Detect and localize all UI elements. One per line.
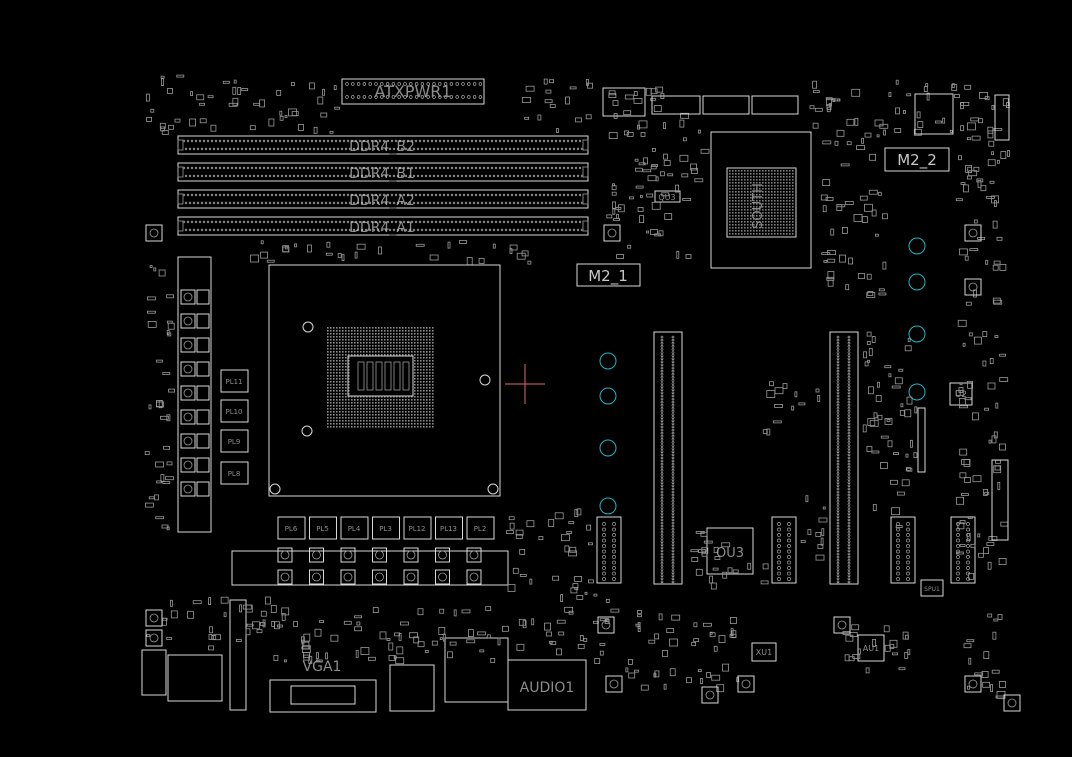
dimm-a2-label: DDR4_A2	[349, 193, 415, 209]
dimm-b1-label: DDR4_B1	[349, 166, 415, 182]
dimm-a1-label: DDR4_A1	[349, 220, 415, 236]
chip-spu1[interactable]: SPU1	[920, 579, 944, 597]
m2-slot-2[interactable]: M2_2	[884, 147, 950, 172]
atx-power-connector[interactable]: ATXPWR1	[341, 78, 485, 105]
m2-1-label: M2_1	[588, 267, 628, 286]
usb-stack-1[interactable]	[444, 637, 509, 703]
header-block-1[interactable]	[596, 516, 622, 584]
atx-power-label: ATXPWR1	[374, 82, 451, 101]
ssata-connector[interactable]	[229, 599, 247, 711]
cursor-crosshair	[505, 364, 545, 404]
bottom-vrm-row[interactable]: PL6 PL5 PL4 PL3 PL12 PL13 PL2	[231, 516, 509, 586]
inductor-label: PL9	[228, 438, 241, 446]
header-block-2[interactable]	[771, 516, 797, 584]
vrm-label: PL6	[285, 525, 298, 533]
vrm-label: PL4	[348, 525, 361, 533]
dimm-slot-a2[interactable]: DDR4_A2	[177, 189, 589, 209]
chip-qu3[interactable]: QU3	[654, 190, 681, 203]
cpu-socket[interactable]	[268, 264, 501, 497]
vga-label: VGA1	[303, 659, 342, 675]
m2-slot-1[interactable]: M2_1	[576, 263, 641, 287]
dimm-slot-a1[interactable]: DDR4_A1	[177, 216, 589, 236]
smd-components	[144, 74, 1021, 712]
mounting-holes	[599, 237, 926, 515]
qu3-label: QU3	[658, 193, 675, 202]
audio-connector[interactable]: AUDIO1	[507, 659, 587, 711]
pch-label: SOUTH	[751, 183, 766, 229]
chip-u2[interactable]: U2	[949, 382, 973, 406]
vrm-label: PL2	[474, 525, 487, 533]
header-block-3[interactable]	[890, 516, 916, 584]
spu1-label: SPU1	[924, 586, 940, 593]
m2-2-label: M2_2	[897, 151, 937, 170]
dimm-slot-b1[interactable]: DDR4_B1	[177, 162, 589, 182]
au1-label: AU1	[863, 644, 879, 653]
chip-au1[interactable]: AU1	[857, 634, 885, 662]
inductor-label: PL11	[225, 378, 242, 386]
pcie-slot-2[interactable]	[829, 331, 859, 585]
audio-label: AUDIO1	[520, 680, 575, 696]
xu1-label: XU1	[756, 648, 772, 657]
pcie-slot-1[interactable]	[653, 331, 683, 585]
usb-stack-2[interactable]	[389, 664, 435, 712]
vrm-label: PL3	[379, 525, 392, 533]
vrm-label: PL12	[408, 525, 425, 533]
dimm-slot-b2[interactable]: DDR4_B2	[177, 135, 589, 155]
inductor-label: PL8	[228, 470, 241, 478]
ou3-label: OU3	[716, 546, 744, 561]
inductor-label: PL10	[225, 408, 242, 416]
vrm-label: PL5	[316, 525, 329, 533]
pch-chip[interactable]: SOUTH	[710, 131, 812, 269]
rj45-connector[interactable]	[141, 649, 223, 702]
vrm-label: PL13	[440, 525, 457, 533]
dimm-b2-label: DDR4_B2	[349, 139, 415, 155]
chip-xu1[interactable]: XU1	[751, 642, 777, 662]
vga-connector[interactable]: VGA1	[269, 659, 377, 713]
dimm-slots[interactable]: DDR4_B2 DDR4_B1 DDR4_A2 DDR4_A1	[177, 135, 589, 236]
